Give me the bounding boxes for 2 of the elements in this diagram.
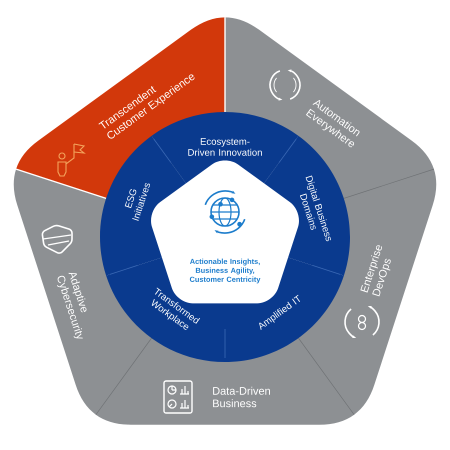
node-label: Data-Driven Business [213, 386, 270, 408]
segment: Data-Driven Business [96, 337, 354, 425]
